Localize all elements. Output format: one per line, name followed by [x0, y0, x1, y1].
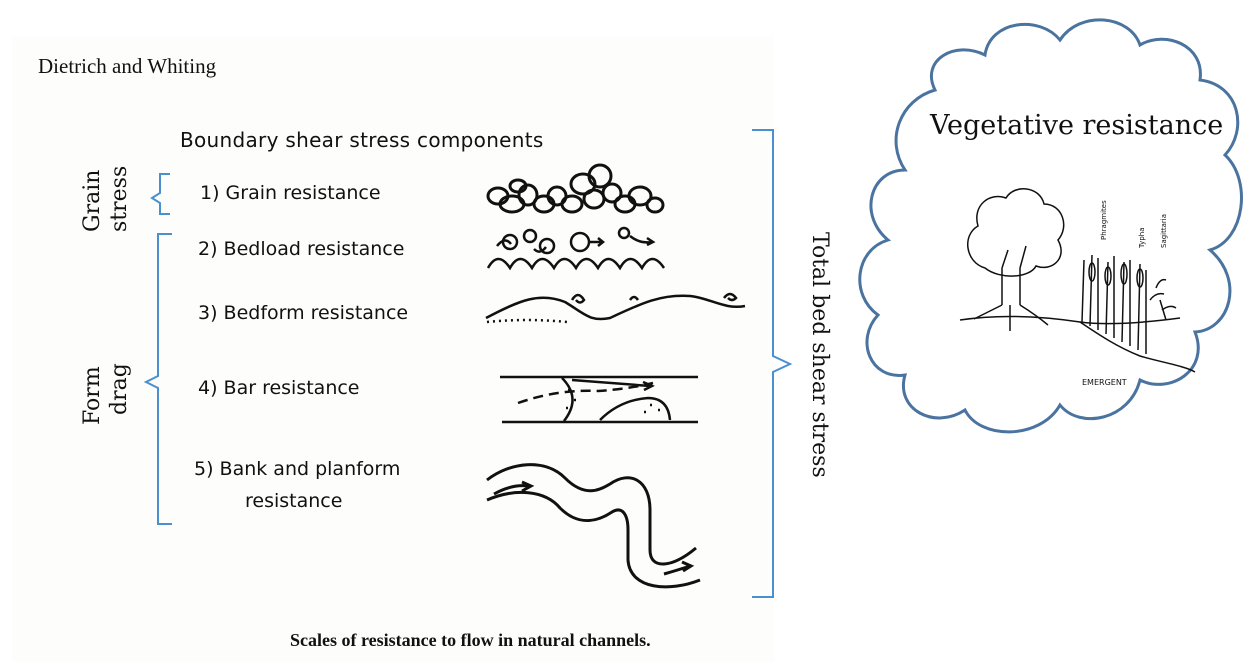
grain-sketch [488, 165, 663, 212]
form-drag-bracket [146, 234, 172, 524]
total-bracket [752, 130, 790, 597]
emergent-zone-label: EMERGENT [1082, 378, 1127, 387]
bar-sketch [500, 377, 698, 422]
bedform-sketch [486, 294, 745, 322]
grain-bracket [152, 174, 170, 214]
vegetative-cloud-outline [860, 20, 1242, 432]
bedload-sketch [488, 228, 664, 268]
plant-label-sagittaria: Sagittaria [1160, 214, 1168, 248]
plant-label-phragmites: Phragmites [1100, 200, 1108, 240]
planform-sketch [487, 465, 700, 587]
plant-label-typha: Typha [1138, 228, 1146, 249]
vegetative-resistance-title: Vegetative resistance [930, 110, 1223, 141]
